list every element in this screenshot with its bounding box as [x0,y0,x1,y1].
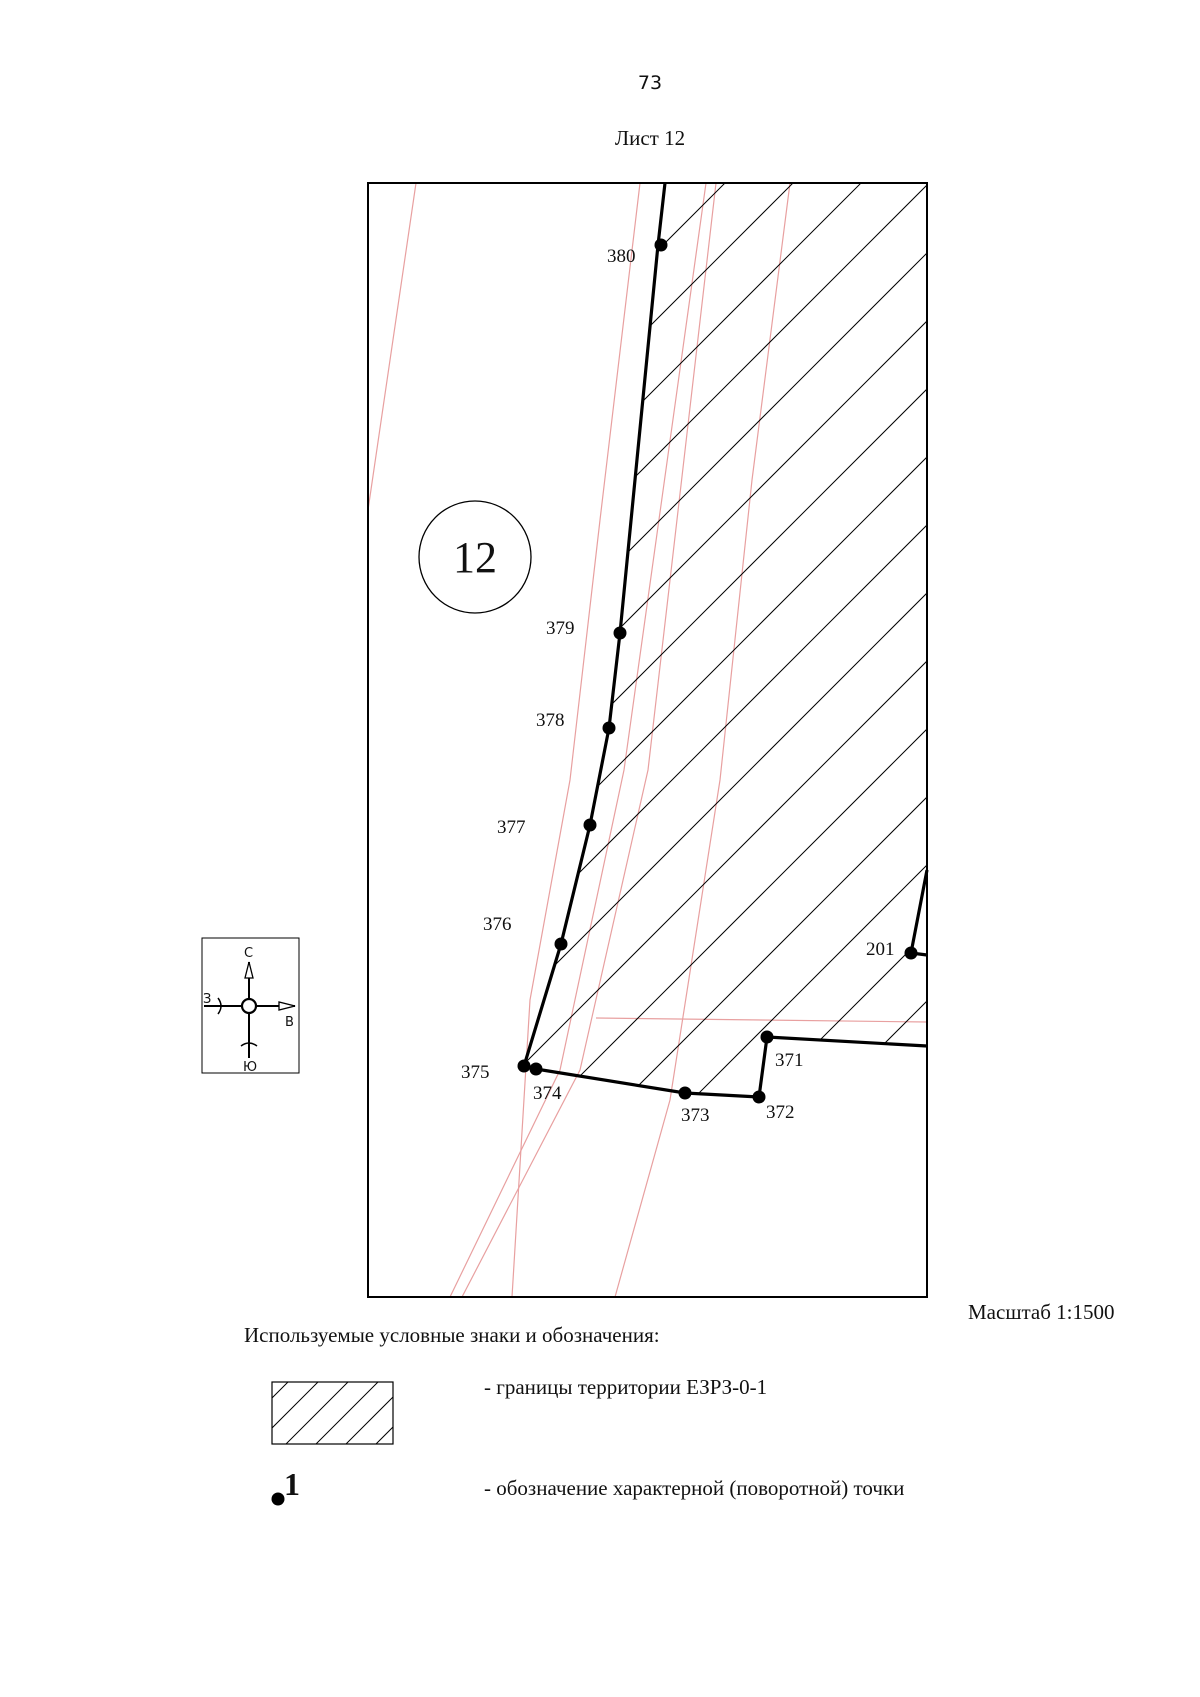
legend-point-number: 1 [284,1466,300,1502]
point-label-380: 380 [607,246,636,267]
point-label-372: 372 [766,1102,795,1123]
north-arrow-icon [244,961,254,979]
point-380 [654,238,668,252]
zone-number: 12 [453,533,497,582]
point-372 [752,1090,766,1104]
point-label-379: 379 [546,618,575,639]
map-frame [367,182,928,1298]
east-arrow-icon [278,1001,296,1011]
cadastral-lines [368,183,927,1297]
scale-label: Масштаб 1:1500 [968,1300,1115,1324]
point-376 [554,937,568,951]
zone-marker: 12 [418,500,532,614]
legend-hatch-symbol [271,1381,394,1445]
legend-point-symbol [271,1492,285,1506]
point-374 [529,1062,543,1076]
point-371 [760,1030,774,1044]
compass-north-label: С [244,946,253,961]
compass-east-label: В [285,1015,294,1030]
point-201 [904,946,918,960]
legend-point-text: - обозначение характерной (поворотной) т… [484,1476,905,1500]
point-label-373: 373 [681,1105,710,1126]
page-number: 73 [637,72,663,94]
south-tail-icon [240,1042,258,1047]
turning-points [517,238,918,1104]
point-label-378: 378 [536,710,565,731]
sheet-title: Лист 12 [614,126,686,150]
point-378 [602,721,616,735]
compass-west-label: З [203,992,211,1007]
point-label-201: 201 [866,939,895,960]
territory-hatch [524,183,927,1097]
point-label-377: 377 [497,817,526,838]
legend-title: Используемые условные знаки и обозначени… [244,1323,660,1347]
compass-south-label: Ю [243,1060,257,1075]
legend-hatch-text: - границы территории ЕЗРЗ-0-1 [484,1375,768,1399]
point-379 [613,626,627,640]
point-label-371: 371 [775,1050,804,1071]
point-labels: 380 379 378 377 376 375 374 373 372 371 … [461,246,895,1126]
point-label-375: 375 [461,1062,490,1083]
point-375 [517,1059,531,1073]
west-tail-icon [217,997,222,1015]
point-label-374: 374 [533,1083,562,1104]
point-373 [678,1086,692,1100]
point-377 [583,818,597,832]
compass-rose: С З В Ю [201,937,300,1075]
point-label-376: 376 [483,914,512,935]
